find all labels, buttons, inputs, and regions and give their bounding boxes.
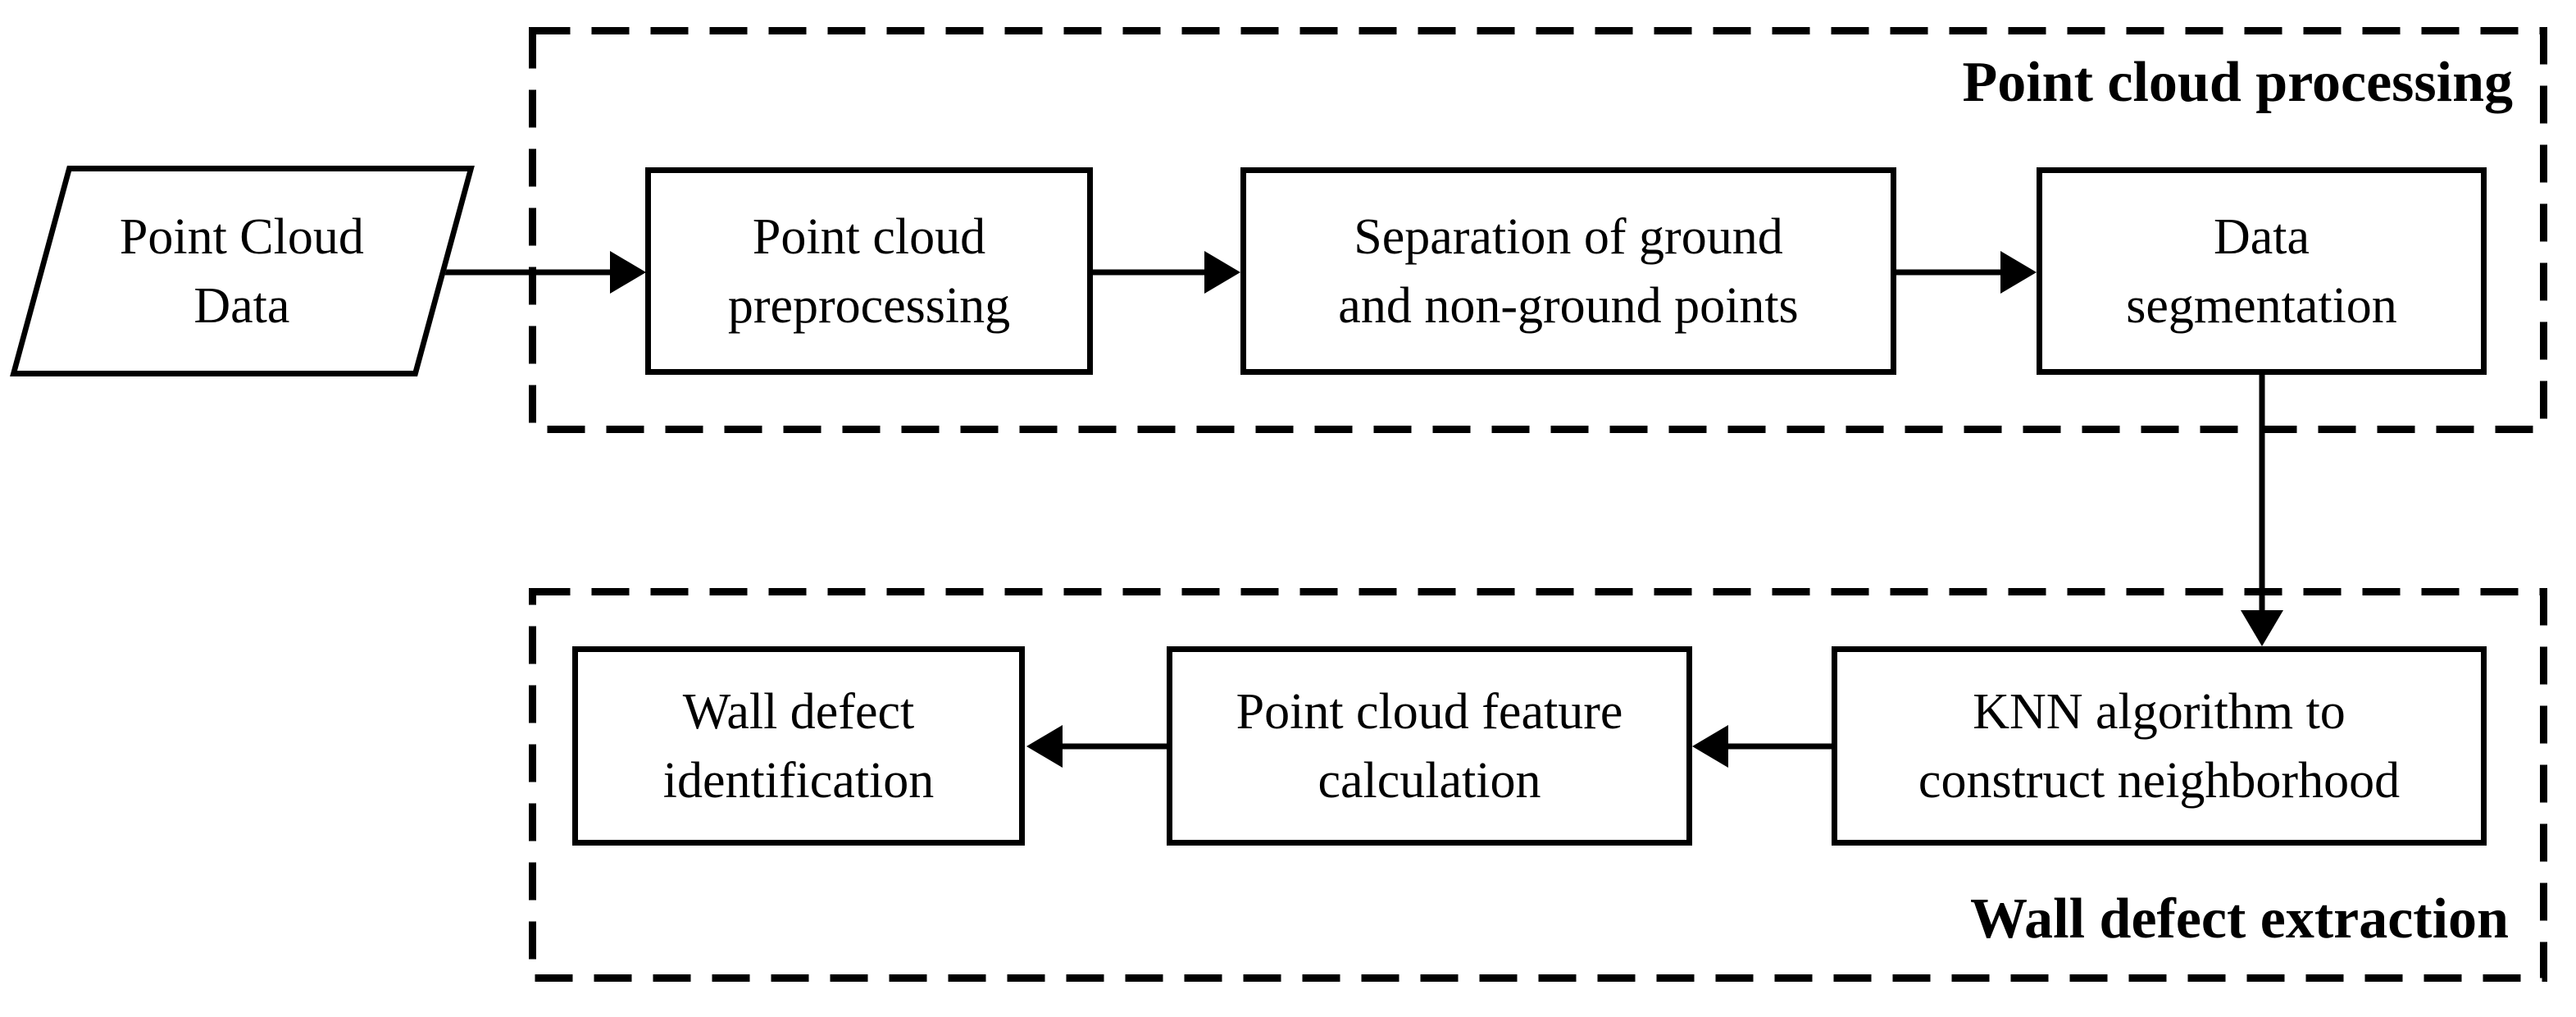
- arrowhead-down-icon: [2241, 610, 2283, 646]
- node-label: Point Cloud Data: [120, 208, 365, 334]
- node-feature-calculation: Point cloud feature calculation: [1167, 646, 1692, 846]
- node-separation-ground-nonground: Separation of ground and non-ground poin…: [1240, 167, 1896, 375]
- node-label: Separation of ground and non-ground poin…: [1338, 208, 1799, 334]
- arrowhead-left-icon: [1026, 725, 1063, 768]
- node-label: Point cloud feature calculation: [1236, 683, 1623, 809]
- node-wall-defect-identification: Wall defect identification: [572, 646, 1025, 846]
- edge-feature-to-identification: [1026, 725, 1168, 768]
- node-point-cloud-preprocessing: Point cloud preprocessing: [645, 167, 1093, 375]
- group-title-point-cloud-processing: Point cloud processing: [1962, 51, 2513, 114]
- node-label: KNN algorithm to construct neighborhood: [1918, 683, 2401, 809]
- edge-preprocessing-to-separation: [1093, 251, 1240, 294]
- edge-segmentation-to-knn: [2241, 373, 2283, 646]
- node-point-cloud-data: Point Cloud Data: [10, 166, 475, 376]
- arrowhead-right-icon: [610, 251, 646, 294]
- arrowhead-right-icon: [1204, 251, 1240, 294]
- arrowhead-right-icon: [2000, 251, 2037, 294]
- group-box-wall-defect-extraction: [529, 588, 2547, 982]
- node-data-segmentation: Data segmentation: [2037, 167, 2487, 375]
- node-label: Point cloud preprocessing: [727, 208, 1011, 334]
- edge-data-to-preprocessing: [443, 251, 646, 294]
- group-box-point-cloud-processing: [529, 27, 2547, 433]
- arrowhead-left-icon: [1692, 725, 1728, 768]
- edge-knn-to-feature: [1692, 725, 1833, 768]
- node-label: Data segmentation: [2126, 208, 2397, 334]
- node-label: Wall defect identification: [662, 683, 935, 809]
- group-title-wall-defect-extraction: Wall defect extraction: [1969, 887, 2509, 951]
- edge-separation-to-segmentation: [1894, 251, 2037, 294]
- node-knn-neighborhood: KNN algorithm to construct neighborhood: [1832, 646, 2487, 846]
